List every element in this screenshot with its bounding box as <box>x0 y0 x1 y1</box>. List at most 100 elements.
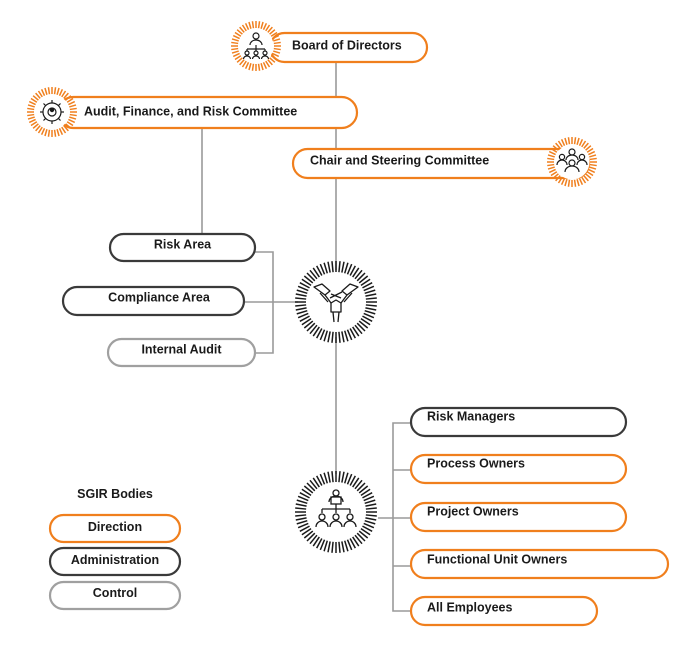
sunburst-ray <box>323 472 329 484</box>
sunburst-ray <box>35 125 41 132</box>
sunburst-ray <box>306 322 316 332</box>
sunburst-ray <box>316 328 323 339</box>
sunburst-ray <box>309 269 318 280</box>
legend-item-control: Control <box>48 580 182 611</box>
sunburst-ray <box>585 173 592 179</box>
sunburst-ray <box>66 121 74 127</box>
sunburst-ray <box>365 307 377 311</box>
node-box <box>409 453 628 485</box>
sunburst-ray <box>364 519 376 525</box>
sunburst-ray <box>37 90 43 98</box>
sunburst-ray <box>65 95 72 101</box>
sunburst-ray <box>567 137 571 145</box>
sunburst-ray <box>312 536 320 547</box>
sunburst-ray <box>358 275 369 284</box>
sunburst-ray <box>299 525 310 532</box>
sunburst-ray <box>364 289 376 295</box>
sunburst <box>231 21 281 71</box>
sunburst-ray <box>358 320 369 329</box>
sunburst-ray <box>341 541 345 553</box>
node-label: Audit, Finance, and Risk Committee <box>84 105 297 119</box>
sunburst-ray <box>312 477 320 488</box>
sunburst-ray <box>295 304 307 307</box>
sunburst-ray <box>338 541 341 553</box>
sunburst-ray <box>297 495 309 502</box>
sunburst-ray <box>550 147 558 153</box>
sunburst-ray <box>589 157 597 161</box>
gear-people-icon <box>40 100 64 124</box>
sunburst-ray <box>306 272 316 282</box>
sunburst-ray <box>364 309 376 315</box>
sunburst-ray <box>296 289 308 295</box>
sunburst-ray <box>30 121 38 127</box>
sunburst-ray <box>557 176 563 184</box>
sunburst-ray <box>560 178 566 186</box>
audit-badge <box>27 87 77 137</box>
chair-badge <box>547 137 597 187</box>
sunburst-ray <box>47 87 51 95</box>
sunburst-ray <box>295 517 307 521</box>
sunburst-ray <box>58 88 64 96</box>
legend-label: Control <box>93 586 137 600</box>
sunburst-ray <box>30 97 38 103</box>
sunburst-ray <box>362 525 373 532</box>
legend-swatch <box>48 513 182 544</box>
sunburst-ray <box>309 324 318 335</box>
sunburst-ray <box>297 285 309 292</box>
sunburst-ray <box>552 145 559 151</box>
sunburst-ray <box>346 329 353 341</box>
sunburst-ray <box>586 171 594 177</box>
node-label: Functional Unit Owners <box>427 553 567 567</box>
sunburst-ray <box>581 176 587 184</box>
sunburst-ray <box>341 471 345 483</box>
sunburst-ray <box>301 278 312 286</box>
sunburst-ray <box>296 519 308 525</box>
sunburst-ray <box>35 92 41 99</box>
sunburst-ray <box>365 514 377 517</box>
sunburst-ray <box>576 137 580 145</box>
sunburst-ray <box>295 507 307 510</box>
sunburst-ray <box>232 34 240 40</box>
sunburst-ray <box>244 62 250 70</box>
sunburst-ray <box>588 150 596 156</box>
sunburst-ray <box>560 138 566 146</box>
node-risk-managers: Risk Managers <box>409 406 628 438</box>
sunburst-ray <box>273 50 281 54</box>
node-audit-committee: Audit, Finance, and Risk Committee <box>56 95 359 130</box>
sunburst-ray <box>58 128 64 136</box>
sunburst-ray <box>354 269 363 280</box>
sunburst-ray <box>257 63 261 71</box>
sunburst-ray <box>270 55 278 61</box>
sunburst-ray <box>585 145 592 151</box>
node-label: Process Owners <box>427 457 525 471</box>
sunburst-ray <box>331 471 334 483</box>
sunburst-ray <box>352 267 360 278</box>
sunburst-ray <box>576 179 580 187</box>
sunburst-ray <box>267 59 273 66</box>
sunburst-ray <box>69 104 77 108</box>
sunburst-ray <box>564 137 568 145</box>
sunburst-ray <box>331 541 334 553</box>
sunburst-ray <box>552 173 559 179</box>
sunburst-ray <box>270 31 278 37</box>
sunburst-ray <box>309 534 318 545</box>
node-box <box>108 232 257 263</box>
collaboration-hub <box>295 261 377 343</box>
sunburst-ray <box>363 495 375 502</box>
sunburst-ray <box>303 275 314 284</box>
sunburst-ray <box>68 100 76 106</box>
sunburst-ray <box>69 116 77 120</box>
sunburst-ray <box>555 175 561 182</box>
node-box <box>409 501 628 533</box>
sunburst-ray <box>234 31 242 37</box>
sunburst-ray <box>362 282 373 289</box>
sunburst-ray <box>547 166 555 170</box>
sunburst-ray <box>327 331 331 343</box>
sunburst-ray <box>53 129 57 137</box>
sunburst-ray <box>573 179 577 187</box>
sunburst-ray <box>272 52 280 58</box>
sunburst-ray <box>269 29 276 35</box>
sunburst-ray <box>316 475 323 486</box>
sunburst-ray <box>338 471 341 483</box>
legend-label: Administration <box>71 553 159 567</box>
